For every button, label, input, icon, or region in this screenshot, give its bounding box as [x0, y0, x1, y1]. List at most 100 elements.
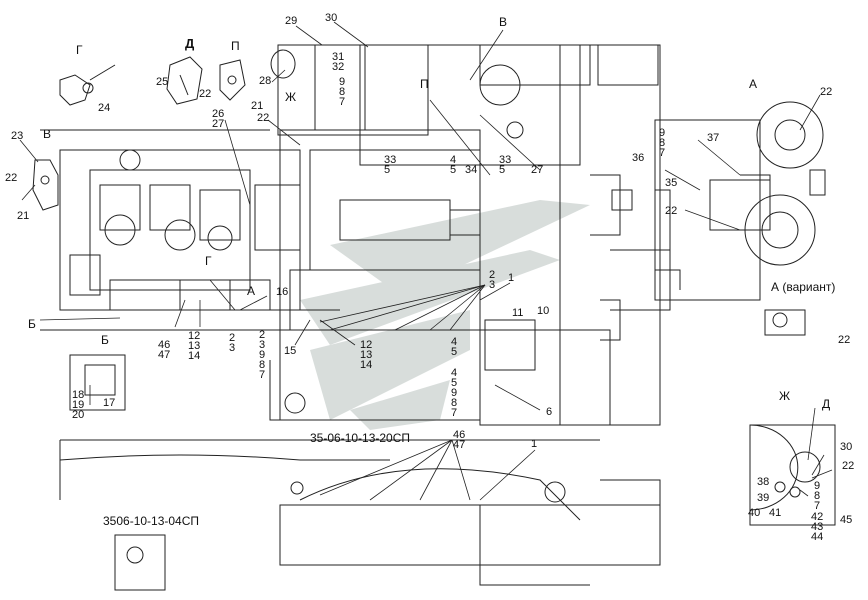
stack-item: 9: [814, 480, 821, 492]
stack-item: 31: [332, 51, 345, 63]
stack-item: 7: [339, 96, 346, 108]
stack-item: 14: [360, 359, 373, 371]
callout-stack-4-5: 4 5: [450, 154, 457, 176]
view-letter-g: Г: [76, 43, 83, 57]
stack-item: 7: [451, 407, 458, 419]
callout-29: 29: [285, 15, 298, 27]
callout-39: 39: [757, 492, 770, 504]
stack-item: 9: [451, 387, 458, 399]
view-marker-a: А: [247, 284, 256, 298]
callout-22-top: 22: [257, 112, 270, 124]
doc-ref-main: 35-06-10-13-20СП: [310, 431, 411, 445]
view-letter-zh: Ж: [779, 389, 791, 403]
stack-item: 3: [489, 279, 496, 291]
stack-item: 32: [332, 61, 345, 73]
callout-stack-4-5-9-8-7: 4 5 9 8 7: [451, 367, 458, 419]
callout-stack-9-8-7-zh: 9 8 7: [814, 480, 821, 512]
stack-item: 3: [259, 339, 266, 351]
view-letter-a: А: [749, 77, 758, 91]
callout-45: 45: [840, 514, 853, 526]
callout-24: 24: [98, 102, 111, 114]
callout-17: 17: [103, 397, 116, 409]
callout-stack-9-8-7-top: 9 8 7: [339, 76, 346, 108]
callout-28: 28: [259, 75, 272, 87]
stack-item: 33: [499, 154, 512, 166]
callout-37: 37: [707, 132, 720, 144]
callout-stack-12-13-14-mid: 12 13 14: [360, 340, 373, 371]
callout-stack-2-3-top: 2 3: [489, 269, 496, 291]
stack-item: 5: [499, 164, 506, 176]
detail-a-variant: [764, 309, 806, 336]
stack-item: 27: [212, 118, 225, 130]
callout-22-v: 22: [5, 172, 18, 184]
callout-11: 11: [512, 307, 524, 319]
callout-25: 25: [156, 76, 169, 88]
callout-1-bottom: 1: [531, 438, 538, 450]
engine-block: [40, 129, 481, 331]
callout-21-v: 21: [17, 210, 30, 222]
detail-b: [69, 354, 126, 411]
stack-item: 4: [451, 367, 458, 379]
detail-g: [59, 64, 116, 106]
stack-item: 8: [659, 137, 666, 149]
stack-item: 12: [188, 330, 201, 342]
stack-item: 9: [339, 76, 346, 88]
stack-item: 5: [384, 164, 391, 176]
callout-stack-46-47-bottom: 46 47: [453, 429, 466, 451]
stack-item: 26: [212, 108, 225, 120]
callout-10: 10: [537, 305, 550, 317]
callout-stack-33-5-right: 33 5: [499, 154, 512, 176]
callout-22-a-variant: 22: [838, 334, 851, 346]
stack-item: 46: [453, 429, 466, 441]
stack-item: 5: [450, 164, 457, 176]
stack-item: 2: [489, 269, 496, 281]
stack-item: 4: [450, 154, 457, 166]
stack-item: 4: [451, 336, 458, 348]
stack-item: 9: [259, 349, 266, 361]
stack-item: 19: [72, 399, 85, 411]
callout-30-zh: 30: [840, 441, 853, 453]
callout-30: 30: [325, 12, 338, 24]
stack-item: 2: [229, 332, 236, 344]
stack-item: 47: [453, 439, 466, 451]
stack-item: 44: [811, 531, 824, 543]
stack-item: 18: [72, 389, 85, 401]
stack-item: 9: [659, 127, 666, 139]
stack-item: 47: [158, 349, 171, 361]
stack-item: 43: [811, 521, 824, 533]
stack-item: 5: [451, 377, 458, 389]
stack-item: 33: [384, 154, 397, 166]
callout-15: 15: [284, 345, 297, 357]
stack-item: 3: [229, 342, 236, 354]
view-letter-p: П: [231, 39, 240, 53]
callout-stack-33-5-left: 33 5: [384, 154, 397, 176]
stack-item: 7: [259, 369, 266, 381]
stack-item: 20: [72, 409, 85, 421]
detail-04sp: [114, 534, 166, 591]
callout-22-d: 22: [199, 88, 212, 100]
callout-stack-2-3-left: 2 3: [229, 332, 236, 354]
view-marker-g: Г: [205, 254, 212, 268]
doc-ref-bottom: 3506-10-13-04СП: [103, 514, 200, 528]
view-letter-b: Б: [101, 333, 109, 347]
stack-item: 8: [451, 397, 458, 409]
detail-a: [654, 101, 826, 301]
detail-d: [166, 56, 203, 105]
callout-22-a2: 22: [665, 205, 678, 217]
callout-stack-4-5-mid: 4 5: [451, 336, 458, 358]
callout-22-a: 22: [820, 86, 833, 98]
view-marker-v: В: [499, 15, 508, 29]
detail-v: [32, 159, 59, 211]
view-letter-a-variant: А (вариант): [771, 280, 836, 294]
stack-item: 14: [188, 350, 201, 362]
stack-item: 34: [465, 164, 478, 176]
leader-lines: [19, 21, 833, 501]
bottom-frame: [59, 439, 661, 586]
view-marker-b: Б: [28, 317, 36, 331]
callout-stack-42-43-44: 42 43 44: [811, 512, 824, 543]
stack-item: 7: [659, 147, 666, 159]
view-letter-d: Д: [185, 36, 195, 51]
stack-item: 8: [339, 86, 346, 98]
view-letter-v: В: [43, 127, 52, 141]
callout-38: 38: [757, 476, 770, 488]
